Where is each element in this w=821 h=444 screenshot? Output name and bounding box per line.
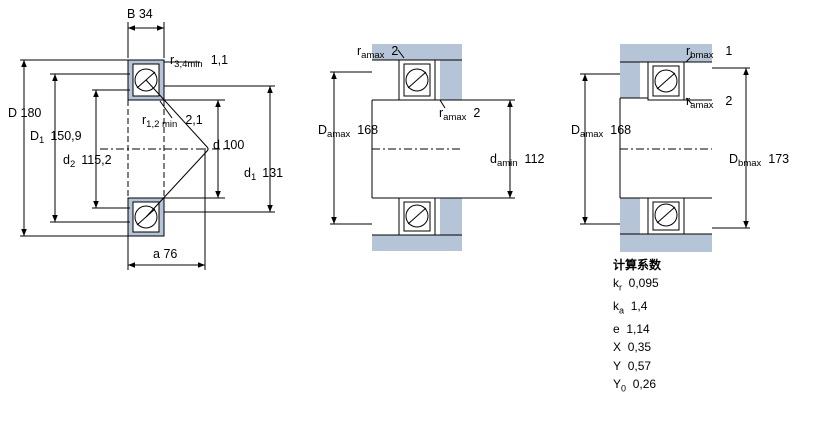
d-label: d 100 — [213, 138, 244, 152]
calc-row-e: e 1,14 — [613, 322, 650, 336]
housing-bottom-left — [372, 235, 462, 251]
calc-row-y0: Y0 0,26 — [613, 377, 657, 394]
D-label: D 180 — [8, 106, 41, 120]
bearing-section-view — [20, 22, 275, 270]
abutment-view-a — [330, 44, 515, 251]
calc-row-kr: kr 0,095 — [613, 276, 659, 293]
B-label: B 34 — [127, 7, 153, 21]
abutment-view-b — [580, 44, 750, 252]
calc-row-x: X 0,35 — [613, 340, 652, 355]
housing-top-left — [372, 44, 462, 60]
calc-row-ka: ka 1,4 — [613, 299, 648, 316]
calc-row-y: Y 0,57 — [613, 358, 652, 373]
a-label: a 76 — [153, 247, 177, 261]
calc-title: 计算系数 — [613, 258, 662, 272]
calculation-factors: 计算系数 kr 0,095 ka 1,4 e 1,14 X 0,35 Y 0,5… — [613, 256, 661, 398]
